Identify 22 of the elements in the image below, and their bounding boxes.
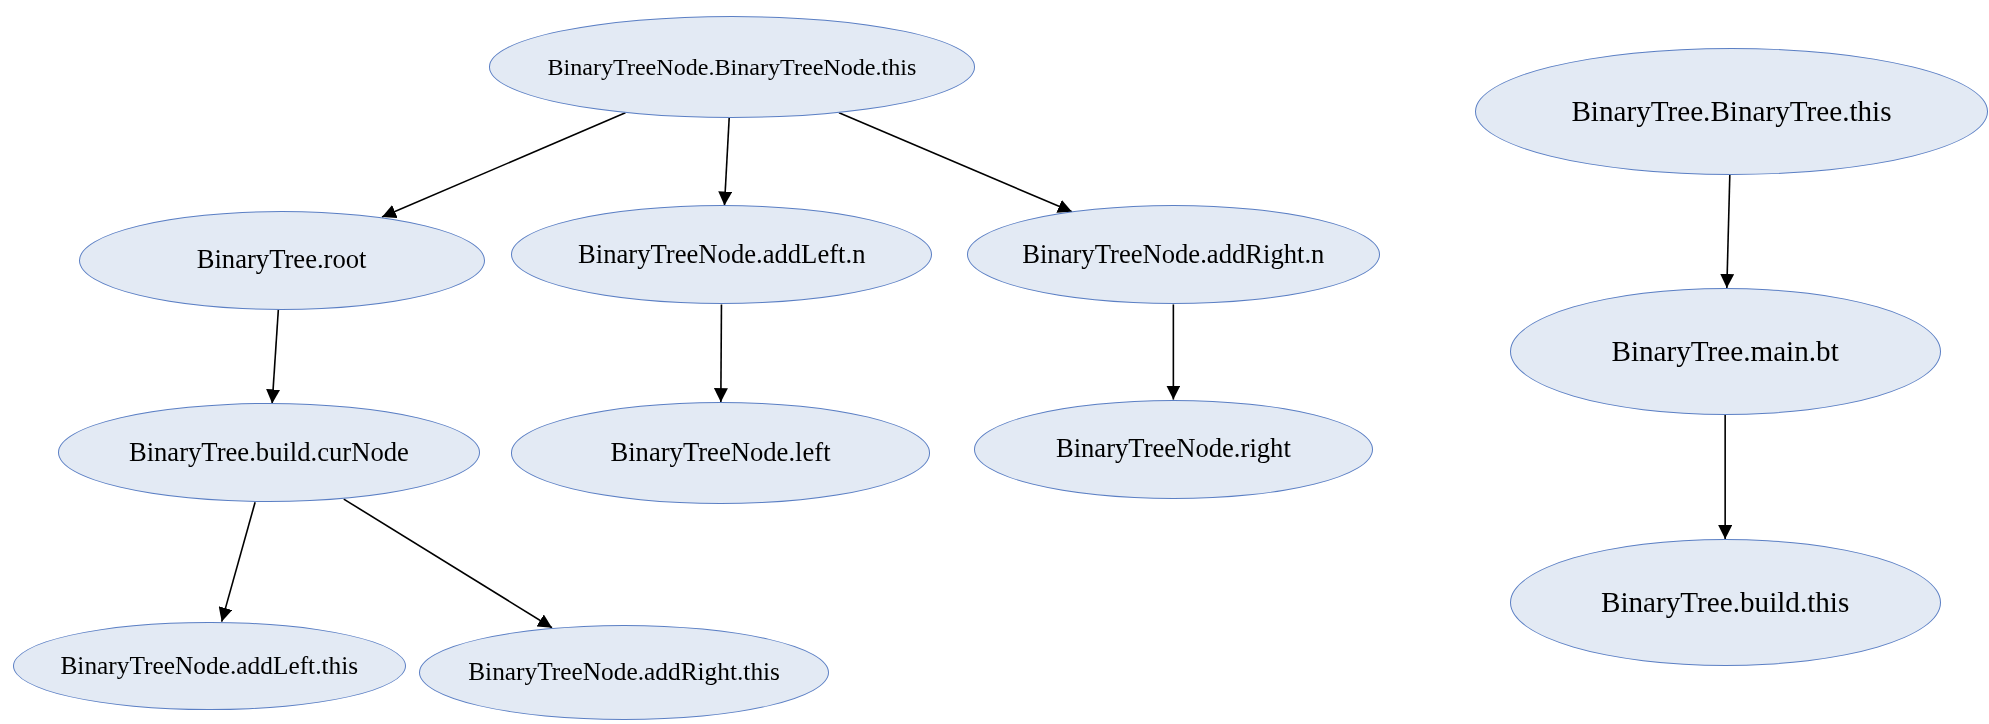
node-label: BinaryTreeNode.addRight.this xyxy=(468,656,780,688)
node-label: BinaryTree.main.bt xyxy=(1611,334,1839,370)
arrow xyxy=(838,111,1073,213)
node-label: BinaryTreeNode.addRight.n xyxy=(1022,238,1325,272)
node-label: BinaryTreeNode.left xyxy=(610,436,831,470)
arrow xyxy=(218,501,256,623)
node-label: BinaryTreeNode.addLeft.n xyxy=(578,238,866,272)
node-label: BinaryTree.build.this xyxy=(1600,585,1850,621)
node-label: BinaryTree.root xyxy=(196,243,367,277)
node-label: BinaryTree.BinaryTree.this xyxy=(1571,94,1892,130)
node-label: BinaryTreeNode.BinaryTreeNode.this xyxy=(547,53,917,83)
arrow xyxy=(381,112,627,218)
arrow xyxy=(1166,303,1181,401)
arrow xyxy=(1718,414,1733,540)
node-label: BinaryTree.build.curNode xyxy=(128,436,409,470)
arrow xyxy=(1720,174,1735,289)
node-label: BinaryTreeNode.addLeft.this xyxy=(60,650,359,682)
arrow xyxy=(343,498,553,629)
arrow xyxy=(266,308,281,405)
arrow xyxy=(718,117,733,207)
node-label: BinaryTreeNode.right xyxy=(1055,432,1291,466)
arrow xyxy=(713,303,728,403)
